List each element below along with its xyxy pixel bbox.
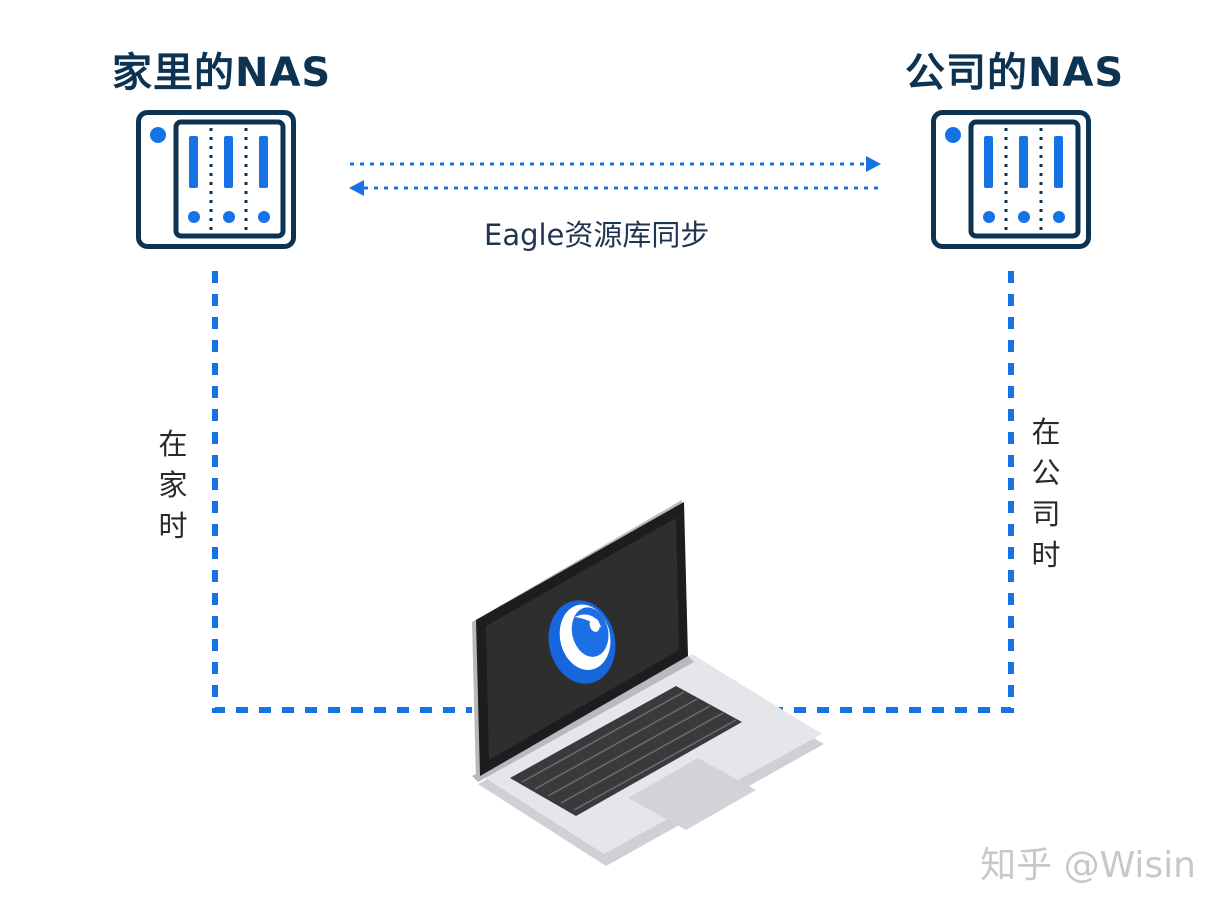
- home-nas-icon: [136, 110, 296, 249]
- home-nas-title: 家里的NAS: [112, 50, 332, 96]
- sync-label: Eagle资源库同步: [484, 218, 710, 252]
- watermark: 知乎 @Wisin: [980, 845, 1196, 886]
- touchpad: [628, 758, 756, 830]
- home-connection-line: [212, 271, 472, 713]
- office-nas-icon: [931, 110, 1091, 249]
- laptop-illustration: [472, 500, 824, 866]
- eagle-logo-icon: [548, 600, 616, 684]
- office-connection-line: [772, 271, 1014, 713]
- office-path-label: 在 公 司 时: [1031, 415, 1061, 572]
- sync-arrow-left: [349, 180, 880, 196]
- keyboard: [510, 686, 742, 816]
- home-path-label: 在 家 时: [158, 427, 188, 543]
- office-nas-title: 公司的NAS: [905, 50, 1125, 96]
- sync-arrow-right: [350, 156, 881, 172]
